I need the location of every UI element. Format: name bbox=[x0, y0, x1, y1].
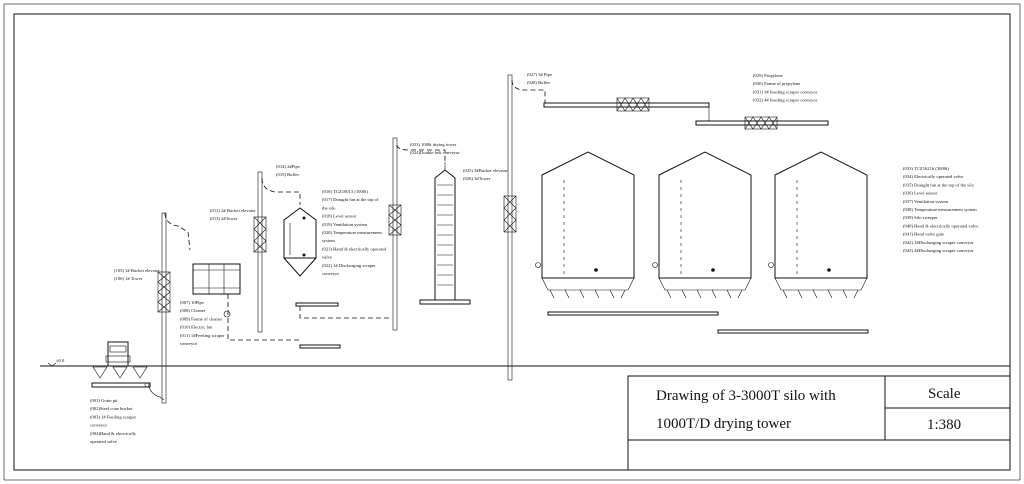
label-line: (037) Ventilation system bbox=[903, 199, 949, 204]
label-elevator-3: (025) 3#Bucket elevator (026) 3#Tower bbox=[463, 168, 508, 181]
label-line: (003) 1# Feeding scraper bbox=[90, 414, 137, 419]
label-line: operated valve bbox=[90, 439, 117, 444]
grain-pit bbox=[91, 341, 165, 401]
label-line: (030) Frame of propylene bbox=[753, 81, 800, 86]
ground-level-label: ±0.0 bbox=[56, 358, 65, 363]
small-silo-1000t bbox=[283, 207, 390, 349]
drawing-title-line2: 1000T/D drying tower bbox=[656, 416, 791, 432]
label-line: (017) Draught fan at the top of bbox=[322, 197, 379, 202]
label-line: (031) 3# Feeding scraper conveyor bbox=[753, 89, 818, 94]
label-elevator-1: (105) 1# Bucket elevator (106) 1# Tower bbox=[114, 268, 160, 281]
label-line: (035) Draught fan at the top of the silo bbox=[903, 182, 975, 187]
label-line: (013) 2#Tower bbox=[210, 216, 238, 221]
outer-frame bbox=[3, 3, 1021, 481]
label-line: conveyor bbox=[180, 341, 198, 346]
label-elevator-2: (012) 2# Bucket elevator (013) 2#Tower bbox=[210, 208, 256, 221]
label-line: (020) Temperature measurement bbox=[322, 230, 383, 235]
drying-tower bbox=[388, 137, 471, 331]
label-line: (029) Propylene bbox=[753, 73, 783, 78]
bucket-elevator-1 bbox=[157, 212, 191, 404]
label-line: (008) Cleaner bbox=[180, 308, 206, 313]
label-line: (015) Buffer bbox=[276, 172, 299, 177]
drawing-title-line1: Drawing of 3-3000T silo with bbox=[656, 388, 836, 404]
label-line: (011) 1#Feeding scraper bbox=[180, 333, 225, 338]
label-line: conveyor bbox=[90, 423, 108, 428]
label-line: (010) Electric fan bbox=[180, 325, 213, 330]
label-propylene: (029) Propylene (030) Frame of propylene (… bbox=[753, 73, 818, 103]
scale-value: 1:380 bbox=[927, 417, 961, 433]
silo-2 bbox=[652, 151, 752, 299]
label-line: (034) Electrically operated valve bbox=[903, 174, 963, 179]
title-block: Drawing of 3-3000T silo with 1000T/D dry… bbox=[627, 375, 1011, 471]
label-line: (019) Ventilation system bbox=[322, 222, 368, 227]
label-line: (036) Level sensor bbox=[903, 191, 938, 196]
label-line: (023) 1000t drying tower bbox=[410, 142, 457, 147]
inner-frame bbox=[13, 13, 1011, 471]
label-line: (012) 2# Bucket elevator bbox=[210, 208, 256, 213]
label-line: (038) Temperature measurement system bbox=[903, 207, 977, 212]
label-pipe-3: (027) 3# Pipe (028) Buffer bbox=[527, 72, 552, 85]
cleaner bbox=[192, 263, 300, 341]
label-line: conveyor bbox=[322, 271, 340, 276]
label-line: (028) Buffer bbox=[527, 80, 550, 85]
bucket-elevator-2 bbox=[253, 171, 301, 333]
label-line: (002)Steel cone bucket bbox=[90, 406, 133, 411]
label-line: (041) Hand valve gate bbox=[903, 232, 944, 237]
label-line: (040) Hand & electrically operated valve bbox=[903, 223, 978, 228]
label-line: the silo bbox=[322, 205, 336, 210]
label-big-silos: (033) TCZ16216 (3000t) (034) Electrically… bbox=[903, 166, 978, 253]
silo-3 bbox=[768, 151, 868, 299]
label-line: system bbox=[322, 238, 335, 243]
label-line: (032) 4# Feeding scraper conveyor bbox=[753, 98, 818, 103]
label-small-silo: (016) TCZ10013 (1000t) (017) Draught fan … bbox=[322, 189, 387, 276]
label-line: (014) 2#Pipe bbox=[276, 164, 300, 169]
label-line: (039) Silo sweeper bbox=[903, 215, 938, 220]
label-line: (026) 3#Tower bbox=[463, 176, 491, 181]
ground-marker-icon bbox=[47, 362, 57, 367]
label-grain-pit: (001) Grain pit (002)Steel cone bucket (00… bbox=[90, 398, 137, 444]
label-line: (043) 2#Discharging scraper conveyor bbox=[903, 248, 974, 253]
label-line: (022) 1# Discharging scraper bbox=[322, 263, 376, 268]
label-line: (106) 1# Tower bbox=[114, 276, 143, 281]
label-line: (027) 3# Pipe bbox=[527, 72, 552, 77]
big-silos bbox=[535, 151, 869, 334]
label-line: (007) 10Pipe bbox=[180, 300, 204, 305]
label-pipe-2: (014) 2#Pipe (015) Buffer bbox=[276, 164, 300, 177]
label-line: (018) Level sensor bbox=[322, 214, 357, 219]
label-line: (033) TCZ16216 (3000t) bbox=[903, 166, 949, 171]
label-drying-tower: (023) 1000t drying tower (024)Double belt… bbox=[410, 142, 460, 155]
scale-label: Scale bbox=[928, 386, 961, 402]
label-line: (016) TCZ10013 (1000t) bbox=[322, 189, 368, 194]
label-line: (021) Hand & electrically operated bbox=[322, 246, 387, 251]
label-line: (105) 1# Bucket elevator bbox=[114, 268, 160, 273]
label-line: (009) Frame of cleaner bbox=[180, 316, 223, 321]
label-cleaner: (007) 10Pipe (008) Cleaner (009) Frame of … bbox=[180, 300, 225, 346]
label-line: valve bbox=[322, 255, 332, 260]
label-line: (025) 3#Bucket elevator bbox=[463, 168, 508, 173]
label-line: (024)Double belt conveyor bbox=[410, 150, 460, 155]
label-line: (042) 1#Discharging scraper conveyor bbox=[903, 240, 974, 245]
label-line: (001) Grain pit bbox=[90, 398, 118, 403]
bucket-elevator-3 bbox=[503, 74, 829, 381]
silo-1 bbox=[535, 151, 635, 299]
label-line: (004)Hand & electrically bbox=[90, 431, 137, 436]
